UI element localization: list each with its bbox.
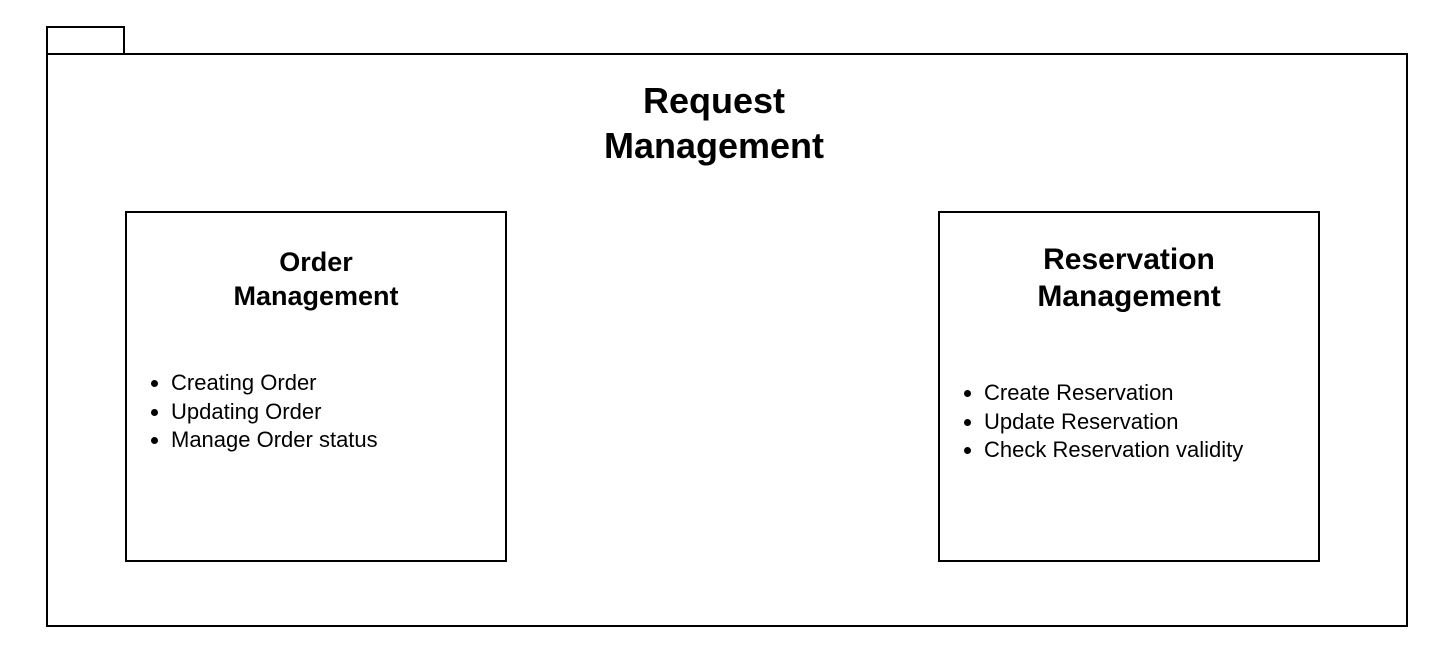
package-title: Request Management [603,80,825,166]
reservation-management-title: Reservation Management [1037,243,1221,313]
order-management-box: Order Management Creating Order Updating… [125,211,507,562]
order-management-title: Order Management [233,247,399,311]
package-tab [46,26,125,53]
list-item: Update Reservation [984,408,1243,437]
list-item: Create Reservation [984,379,1243,408]
order-management-list: Creating Order Updating Order Manage Ord… [127,369,378,455]
reservation-management-box: Reservation Management Create Reservatio… [938,211,1320,562]
list-item: Creating Order [171,369,378,398]
list-item: Manage Order status [171,426,378,455]
list-item: Check Reservation validity [984,436,1243,465]
reservation-management-list: Create Reservation Update Reservation Ch… [940,379,1243,465]
list-item: Updating Order [171,398,378,427]
